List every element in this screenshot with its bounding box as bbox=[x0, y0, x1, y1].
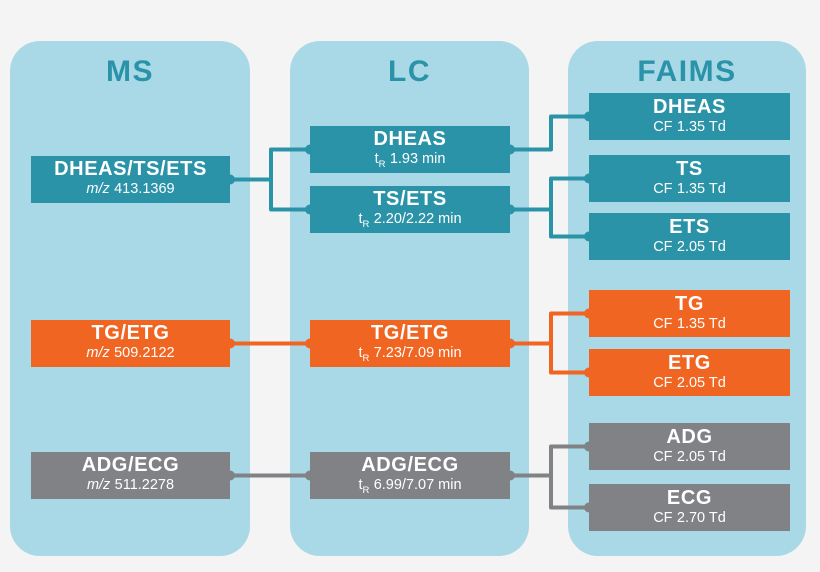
connector-ms-dheas-ts-ets-to-lc bbox=[230, 147, 310, 212]
node-label: TG/ETG bbox=[91, 321, 170, 344]
node-label: ADG/ECG bbox=[361, 453, 459, 476]
connector-lc-adg-ecg-to-faims bbox=[510, 444, 589, 510]
node-label: TG bbox=[675, 293, 704, 316]
node-label: DHEAS bbox=[652, 96, 726, 119]
node-label: TG/ETG bbox=[370, 321, 450, 344]
node-label: ADG/ECG bbox=[81, 453, 180, 476]
connector-lc-ts-ets-to-faims bbox=[510, 176, 589, 239]
node-label: ADG bbox=[666, 426, 713, 449]
connector-lc-dheas-to-faims-dheas bbox=[510, 114, 589, 152]
node-label: TS bbox=[676, 158, 703, 181]
node-label: ETG bbox=[668, 352, 711, 375]
panel-title-lc: LC bbox=[388, 55, 431, 88]
node-label: DHEAS bbox=[373, 127, 447, 150]
panel-title-faims: FAIMS bbox=[637, 55, 737, 88]
node-label: DHEAS/TS/ETS bbox=[54, 157, 207, 180]
connector-lc-tg-etg-to-faims bbox=[510, 311, 589, 375]
node-label: ECG bbox=[666, 487, 713, 510]
node-label: ETS bbox=[669, 216, 710, 239]
panel-title-ms: MS bbox=[106, 55, 154, 88]
node-label: TS/ETS bbox=[373, 187, 447, 210]
